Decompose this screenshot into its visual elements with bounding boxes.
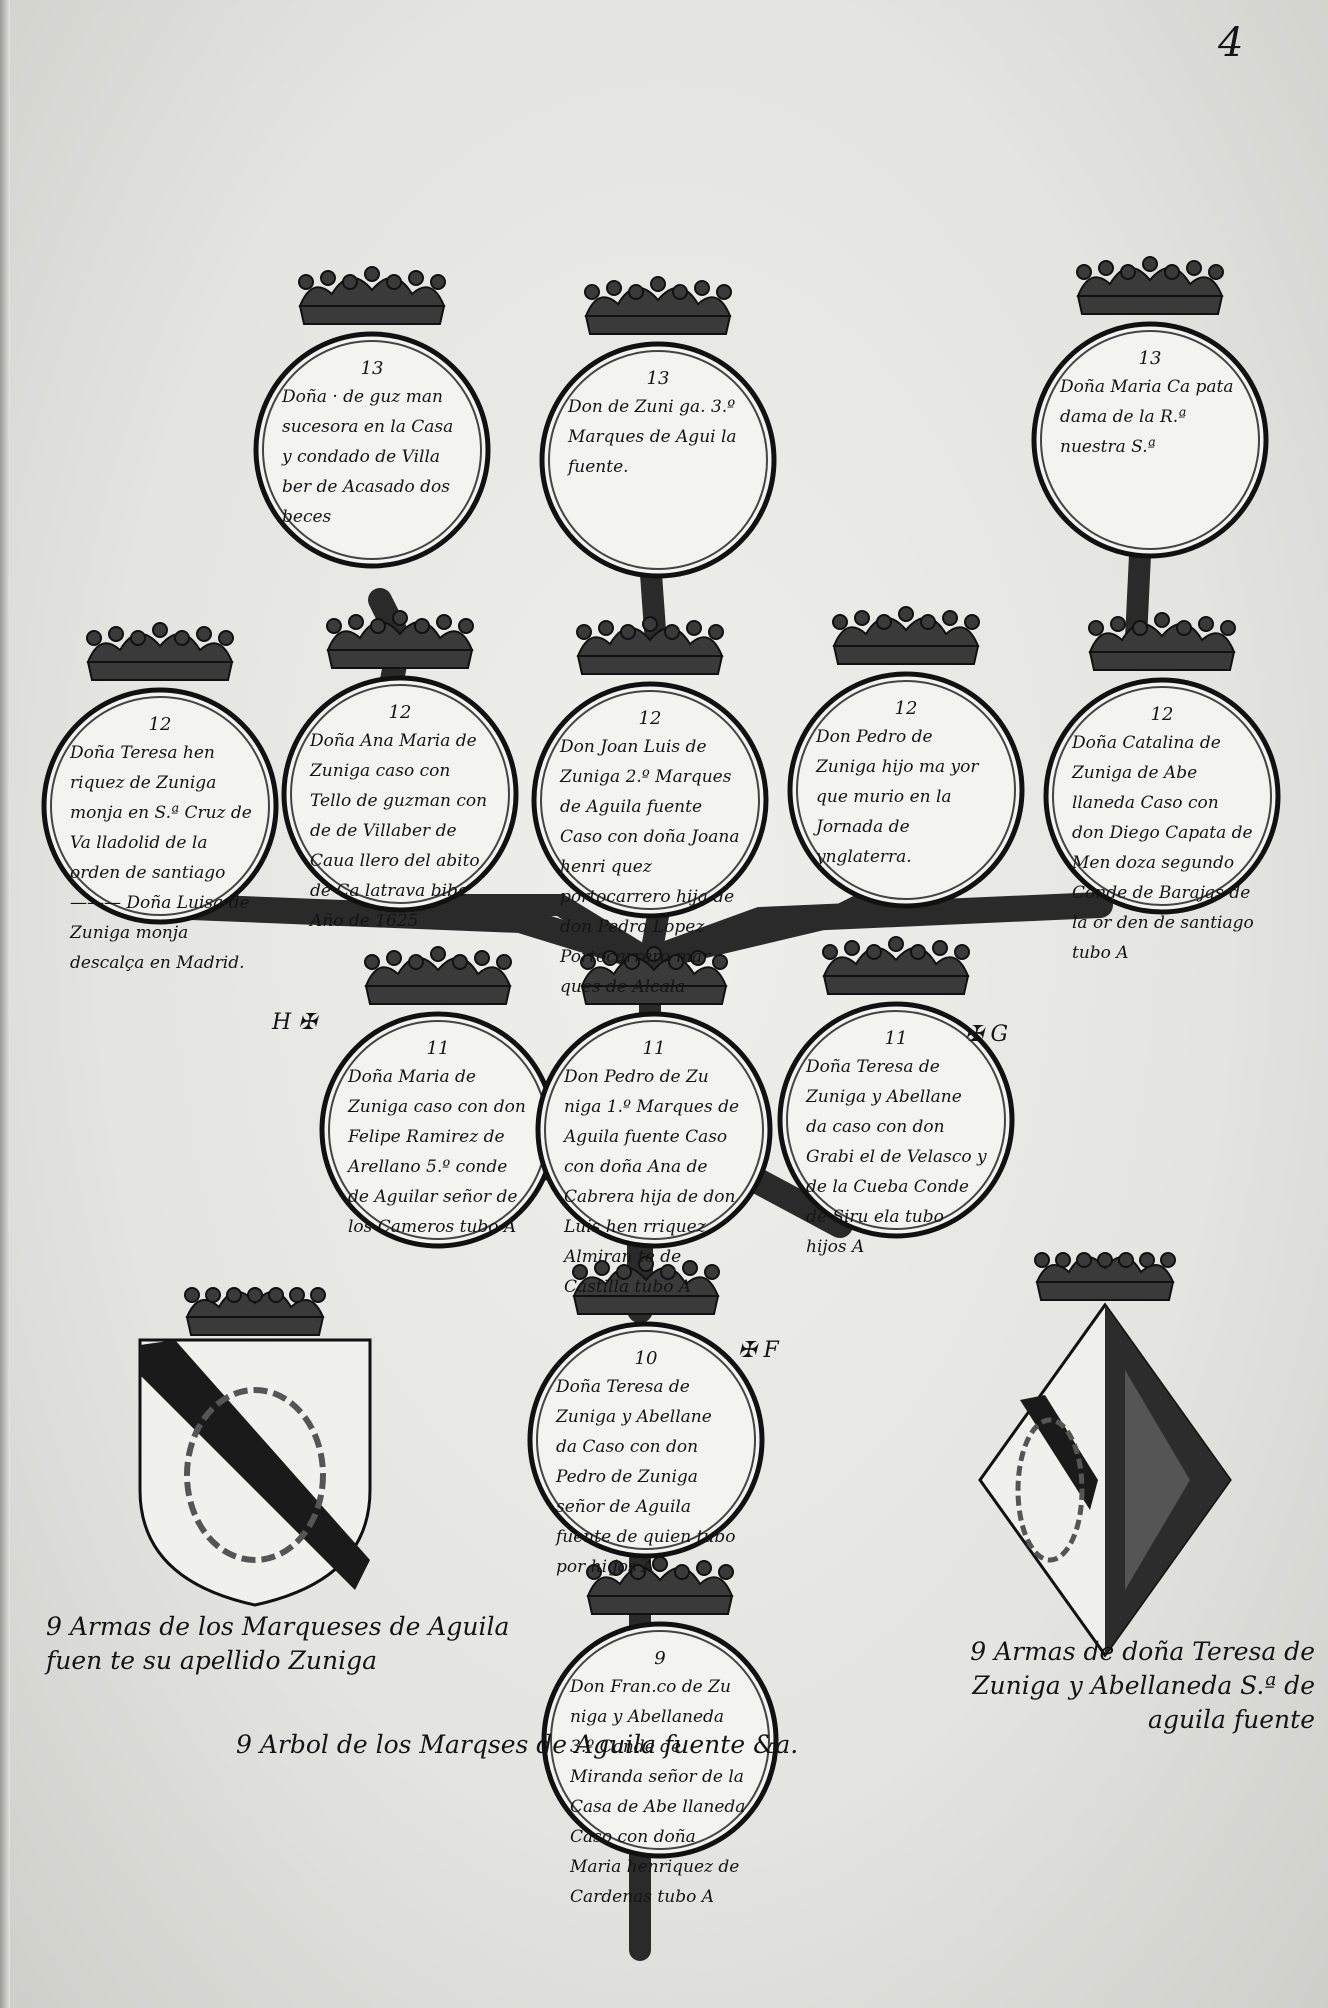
generation-number: 12 [388, 702, 412, 723]
crown-icon [822, 936, 970, 995]
medallion-text: Doña Teresa de Zuniga y Abellane da caso… [806, 1057, 987, 1257]
generation-number: 13 [360, 358, 384, 379]
marker-f: ✠ F [738, 1338, 779, 1363]
medallion-frame [539, 341, 777, 579]
generation-number: 9 [654, 1648, 666, 1669]
generation-number: 10 [634, 1348, 658, 1369]
crown-icon [364, 946, 512, 1005]
medallion-frame [527, 1321, 765, 1559]
crown-icon [1034, 1252, 1176, 1301]
crown-icon [1088, 612, 1236, 671]
medallion-text: Doña Maria de Zuniga caso con don Felipe… [348, 1067, 526, 1237]
medallion-frame [535, 1011, 773, 1249]
medallion-frame [531, 681, 769, 919]
medallion-text: Don Pedro de Zu niga 1.º Marques de Agui… [564, 1067, 740, 1297]
crown-icon [586, 1556, 734, 1615]
medallion-text: Doña · de guz man sucesora en la Casa y … [282, 387, 454, 527]
crown-icon [326, 610, 474, 669]
generation-number: 11 [884, 1028, 908, 1049]
generation-number: 12 [148, 714, 172, 735]
shield-arms-zuniga-icon [138, 1338, 372, 1607]
crown-icon [184, 1287, 326, 1336]
generation-number: 12 [638, 708, 662, 729]
medallion-text: Don Joan Luis de Zuniga 2.º Marques de A… [560, 737, 740, 997]
medallion-text: Doña Teresa hen riquez de Zuniga monja e… [70, 743, 252, 973]
medallion-frame [1043, 677, 1281, 915]
medallion-text: Don Pedro de Zuniga hijo ma yor que muri… [816, 727, 979, 867]
medallion-text: Doña Catalina de Zuniga de Abe llaneda C… [1072, 733, 1254, 963]
cross-icon: ✠ [298, 1010, 317, 1035]
medallion-frame [253, 331, 491, 569]
generation-number: 12 [894, 698, 918, 719]
crown-icon [86, 622, 234, 681]
medallion-text: Don de Zuni ga. 3.º Marques de Agui la f… [568, 397, 737, 477]
cross-icon: ✠ [965, 1022, 984, 1047]
marker-h: H ✠ [272, 1010, 317, 1035]
cross-icon: ✠ [738, 1338, 757, 1363]
medallion-frame [777, 1001, 1015, 1239]
generation-number: 13 [646, 368, 670, 389]
marker-f-label: F [763, 1338, 779, 1363]
marker-g-label: G [990, 1022, 1009, 1047]
crowns [86, 256, 1236, 1615]
caption-right-arms: 9 Armas de doña Teresa de Zuniga y Abell… [970, 1637, 1315, 1734]
page-edge-shadow [0, 0, 10, 2008]
crown-icon [572, 1256, 720, 1315]
crown-icon [576, 616, 724, 675]
generation-number: 13 [1138, 348, 1162, 369]
generation-number: 11 [642, 1038, 666, 1059]
crown-icon [584, 276, 732, 335]
medallion-text: Doña Maria Ca pata dama de la R.ª nuestr… [1060, 377, 1234, 457]
generation-number: 12 [1150, 704, 1174, 725]
lozenge-arms-abellaneda-icon [978, 1302, 1232, 1658]
folio-number: 4 [1218, 20, 1244, 66]
medallion-frame [41, 687, 279, 925]
marker-g: ✠ G [965, 1022, 1008, 1047]
crown-icon [580, 946, 728, 1005]
crown-icon [832, 606, 980, 665]
medallion-frame [1031, 321, 1269, 559]
medallion-frame [541, 1621, 779, 1859]
medallion-frame [787, 671, 1025, 909]
crown-icon [1076, 256, 1224, 315]
marker-h-label: H [272, 1010, 292, 1035]
caption-tree-title: 9 Arbol de los Marqses de Aguila fuente … [236, 1730, 799, 1759]
medallion-text: Doña Teresa de Zuniga y Abellane da Caso… [556, 1377, 736, 1577]
medallion-text: Don Fran.co de Zu niga y Abellaneda 3.º … [570, 1677, 746, 1907]
medallion-text: Doña Ana Maria de Zuniga caso con Tello … [310, 731, 488, 931]
crown-icon [298, 266, 446, 325]
medallion-frame [281, 675, 519, 913]
caption-left-arms: 9 Armas de los Marqueses de Aguila fuen … [46, 1612, 510, 1675]
generation-number: 11 [426, 1038, 450, 1059]
